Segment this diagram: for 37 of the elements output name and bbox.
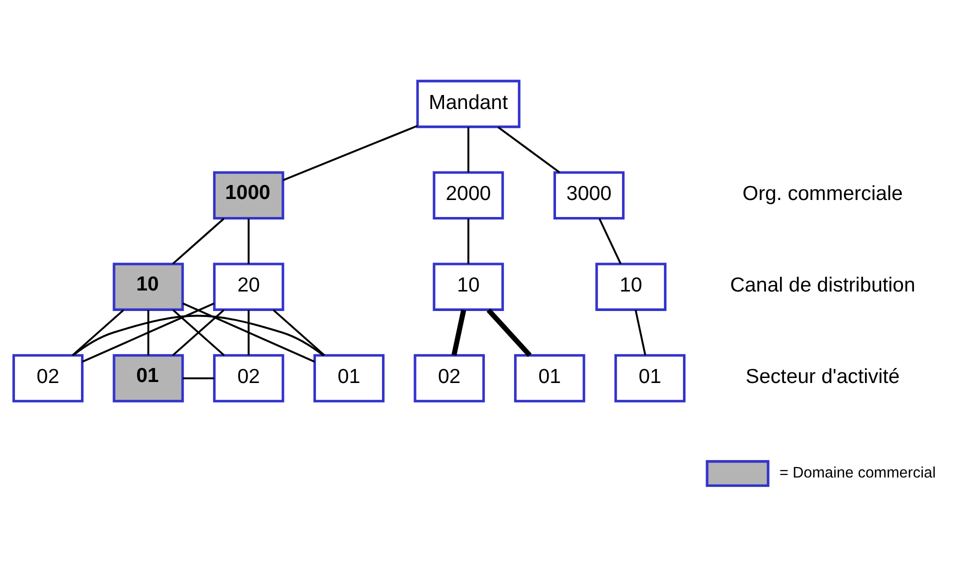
connector xyxy=(82,302,215,362)
node-box: 10 xyxy=(595,262,666,310)
label: Canal de distribution xyxy=(730,274,916,296)
legend-label: = Domaine commercial xyxy=(780,464,936,481)
connector xyxy=(634,309,646,355)
connector xyxy=(72,308,124,356)
connector xyxy=(248,310,250,355)
connector xyxy=(498,126,560,173)
node-box: 10 xyxy=(112,262,184,310)
connector xyxy=(72,314,324,356)
connector xyxy=(272,308,326,356)
node-box: 2000 xyxy=(432,170,504,220)
connector xyxy=(451,309,466,356)
node-box: 02 xyxy=(213,354,284,402)
connector xyxy=(147,310,150,355)
connector xyxy=(598,218,622,264)
node-box: 01 xyxy=(614,354,686,402)
node-box: 10 xyxy=(432,262,504,310)
connector xyxy=(182,376,214,379)
node-box: 1000 xyxy=(213,170,284,220)
connector xyxy=(172,217,224,264)
connector xyxy=(248,218,250,264)
node-box: 02 xyxy=(12,354,84,402)
node-box: Mandant xyxy=(416,79,520,128)
connector xyxy=(467,126,470,172)
node-box: 01 xyxy=(112,354,184,402)
node-box: 01 xyxy=(514,354,586,402)
connector xyxy=(282,124,418,180)
node-box: 3000 xyxy=(553,170,625,220)
connector xyxy=(467,218,470,264)
label: Secteur d'activité xyxy=(746,366,900,388)
node-box: 01 xyxy=(313,354,385,402)
node-box: 02 xyxy=(414,354,485,402)
connector xyxy=(486,308,532,356)
node-box: 20 xyxy=(213,262,284,310)
label: Org. commerciale xyxy=(742,182,903,205)
connector xyxy=(182,302,315,362)
